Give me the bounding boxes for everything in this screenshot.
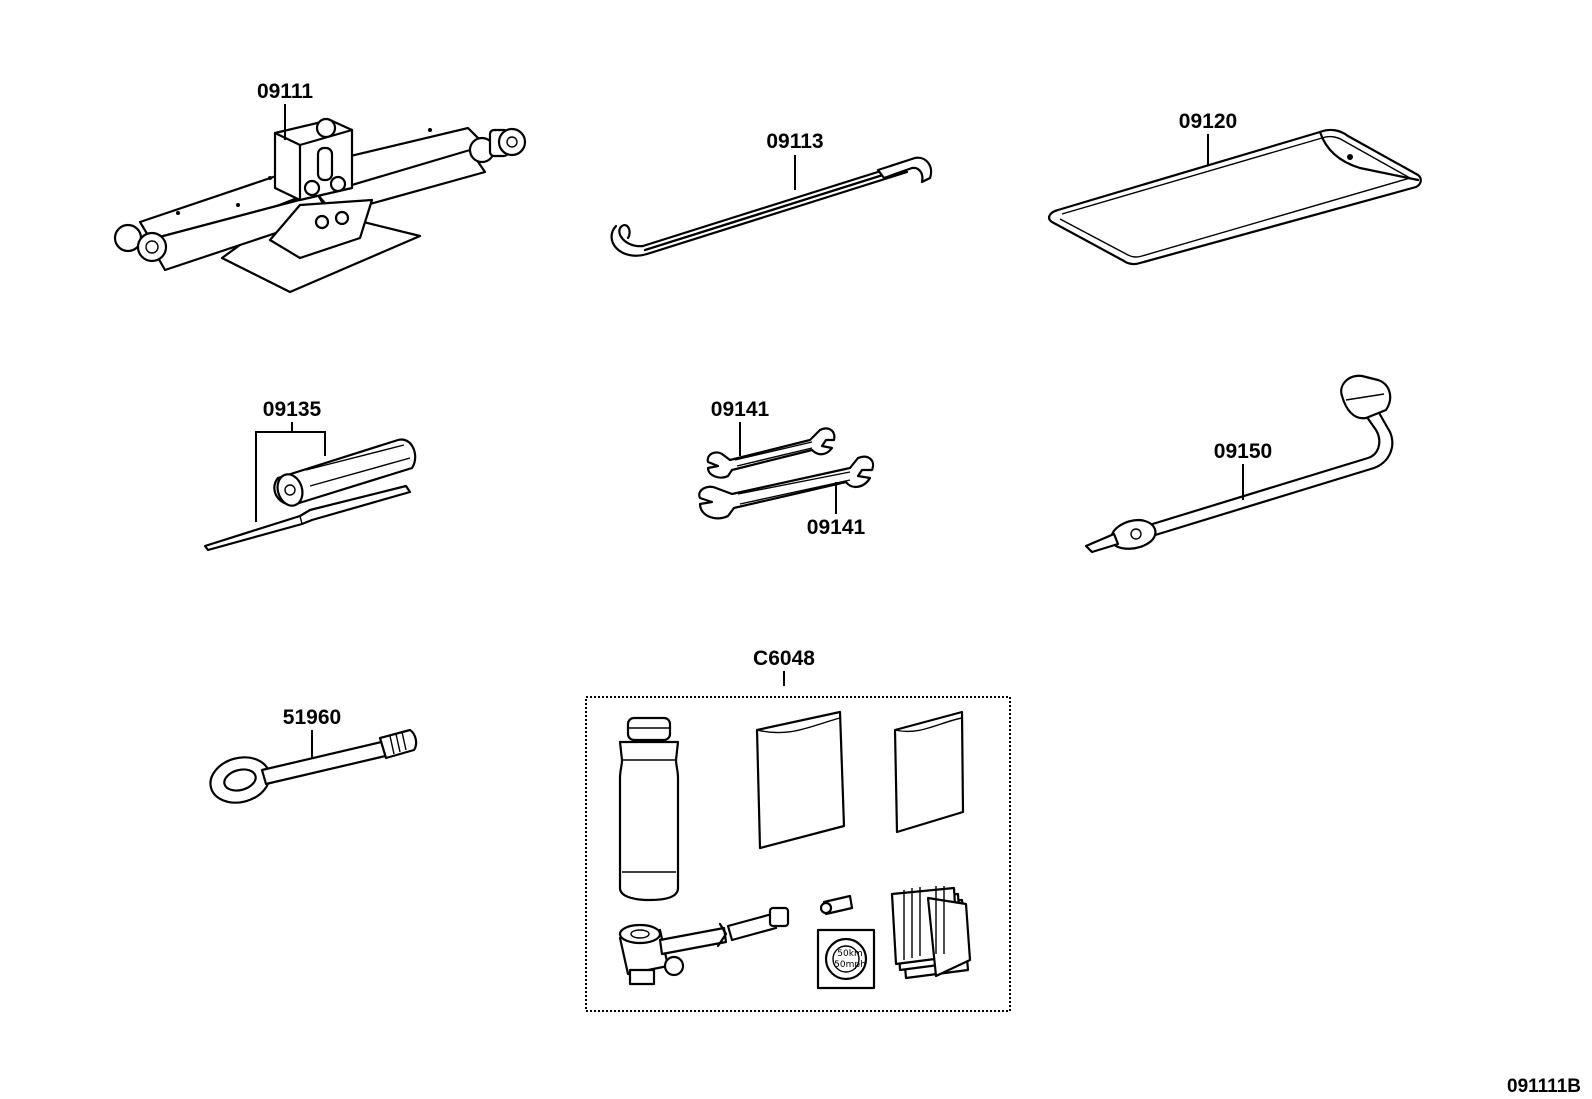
label-51960: 51960 xyxy=(283,706,341,729)
scissor-jack-drawing xyxy=(113,117,527,294)
label-09141-lower: 09141 xyxy=(807,516,866,539)
speed-sticker-drawing: 50km 50mph xyxy=(816,928,876,990)
jack-handle-drawing xyxy=(610,156,933,257)
screwdriver-drawing xyxy=(203,438,417,552)
label-09113: 09113 xyxy=(766,130,823,153)
inflator-hose-drawing xyxy=(618,906,790,986)
label-09120: 09120 xyxy=(1179,110,1237,133)
label-09135: 09135 xyxy=(263,398,322,421)
instruction-booklet-stack-drawing xyxy=(890,886,972,980)
valve-core-drawing xyxy=(819,894,854,916)
instruction-sheet-2-drawing xyxy=(893,710,965,834)
sticker-line1: 50km xyxy=(837,949,862,959)
label-09141-upper: 09141 xyxy=(711,398,770,421)
drawing-reference-code: 091111B xyxy=(1507,1076,1581,1097)
sticker-line2: 50mph xyxy=(834,960,866,970)
instruction-sheet-1-drawing xyxy=(755,710,846,850)
label-09111: 09111 xyxy=(257,80,313,103)
tool-bag-drawing xyxy=(1048,128,1422,266)
label-09150: 09150 xyxy=(1214,440,1272,463)
towing-eye-drawing xyxy=(209,728,418,804)
repair-kit-box xyxy=(585,696,1011,1012)
wrench-lower-drawing xyxy=(698,455,875,520)
wrench-upper-drawing xyxy=(706,427,836,479)
hub-nut-wrench-drawing xyxy=(1084,374,1394,554)
label-C6048: C6048 xyxy=(753,647,815,670)
bracket-09135 xyxy=(255,431,326,522)
sealant-bottle-drawing xyxy=(618,716,680,902)
